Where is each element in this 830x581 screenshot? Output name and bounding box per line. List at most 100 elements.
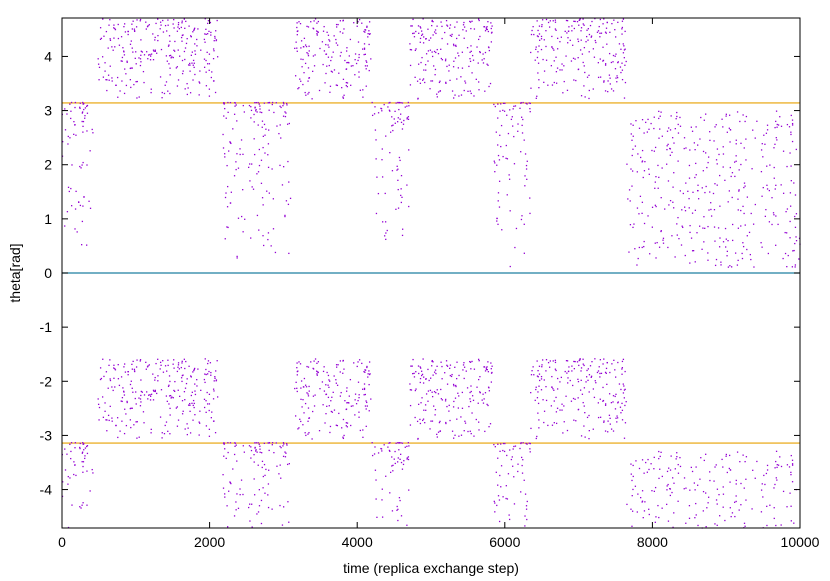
data-point <box>139 18 142 21</box>
data-point <box>406 117 408 119</box>
data-point <box>357 361 359 363</box>
data-point <box>70 101 73 104</box>
data-point <box>484 90 486 92</box>
data-point <box>666 503 668 506</box>
data-point <box>82 443 84 445</box>
data-point <box>329 85 332 87</box>
data-point <box>409 383 411 385</box>
data-point <box>679 456 681 459</box>
data-point <box>196 379 198 381</box>
data-point <box>675 458 677 460</box>
data-point <box>548 366 551 368</box>
data-point <box>176 425 179 427</box>
data-point <box>753 266 755 268</box>
data-point <box>551 386 553 388</box>
data-point <box>397 168 399 170</box>
data-point <box>152 399 155 401</box>
data-point <box>289 197 292 200</box>
data-point <box>623 389 626 391</box>
data-point <box>134 57 136 60</box>
data-point <box>357 399 359 402</box>
data-point <box>725 246 727 248</box>
data-point <box>666 145 668 147</box>
data-point <box>364 65 367 67</box>
data-point <box>647 458 649 461</box>
data-point <box>729 129 732 131</box>
data-point <box>502 449 504 452</box>
data-point <box>354 58 356 61</box>
data-point <box>165 395 168 397</box>
data-point <box>685 522 687 524</box>
data-point <box>592 428 594 430</box>
data-point <box>727 240 729 242</box>
data-point <box>481 59 483 61</box>
data-point <box>241 215 243 218</box>
data-point <box>102 18 104 20</box>
data-point <box>494 502 496 504</box>
data-point <box>168 63 170 65</box>
data-point <box>466 47 469 49</box>
data-point <box>473 435 475 437</box>
data-point <box>82 120 85 123</box>
data-point <box>400 453 402 455</box>
data-point <box>227 451 229 454</box>
data-point <box>445 19 448 22</box>
data-point <box>438 421 441 424</box>
data-point <box>272 228 275 230</box>
data-point <box>312 28 315 30</box>
data-point <box>430 37 432 39</box>
data-point <box>702 510 704 512</box>
data-point <box>106 419 108 421</box>
data-point <box>713 209 716 211</box>
data-point <box>86 112 89 114</box>
data-point <box>437 431 440 433</box>
data-point <box>679 190 681 192</box>
data-point <box>615 417 617 419</box>
data-point <box>294 75 297 77</box>
data-point <box>565 395 567 397</box>
data-point <box>118 44 121 46</box>
data-point <box>632 124 634 126</box>
data-point <box>287 501 289 503</box>
data-point <box>591 20 593 23</box>
data-point <box>162 19 164 22</box>
data-point <box>193 62 195 64</box>
data-point <box>348 395 350 397</box>
data-point <box>541 366 543 368</box>
data-point <box>321 41 324 43</box>
data-point <box>417 438 419 440</box>
data-point <box>498 499 501 501</box>
data-point <box>463 26 466 28</box>
data-point <box>507 473 510 475</box>
data-point <box>120 36 123 38</box>
data-point <box>751 508 753 510</box>
data-point <box>207 33 209 35</box>
data-point <box>557 377 559 380</box>
data-point <box>537 51 539 53</box>
data-point <box>214 377 216 379</box>
data-point <box>366 401 368 404</box>
data-point <box>136 359 138 361</box>
data-point <box>775 184 777 186</box>
data-point <box>763 134 765 136</box>
data-point <box>154 376 156 379</box>
data-point <box>775 524 777 527</box>
data-point <box>431 19 433 22</box>
data-point <box>414 76 416 78</box>
data-point <box>763 474 765 477</box>
data-point <box>189 404 191 407</box>
data-point <box>669 494 671 497</box>
data-point <box>425 53 428 55</box>
data-point <box>300 387 302 389</box>
data-point <box>236 460 238 462</box>
data-point <box>699 478 701 480</box>
data-point <box>212 398 215 400</box>
data-point <box>386 229 388 232</box>
data-point <box>358 18 361 21</box>
data-point <box>152 49 155 51</box>
data-point <box>79 446 81 449</box>
data-point <box>317 371 319 374</box>
data-point <box>498 159 501 161</box>
data-point <box>794 215 796 218</box>
data-point <box>786 208 789 210</box>
